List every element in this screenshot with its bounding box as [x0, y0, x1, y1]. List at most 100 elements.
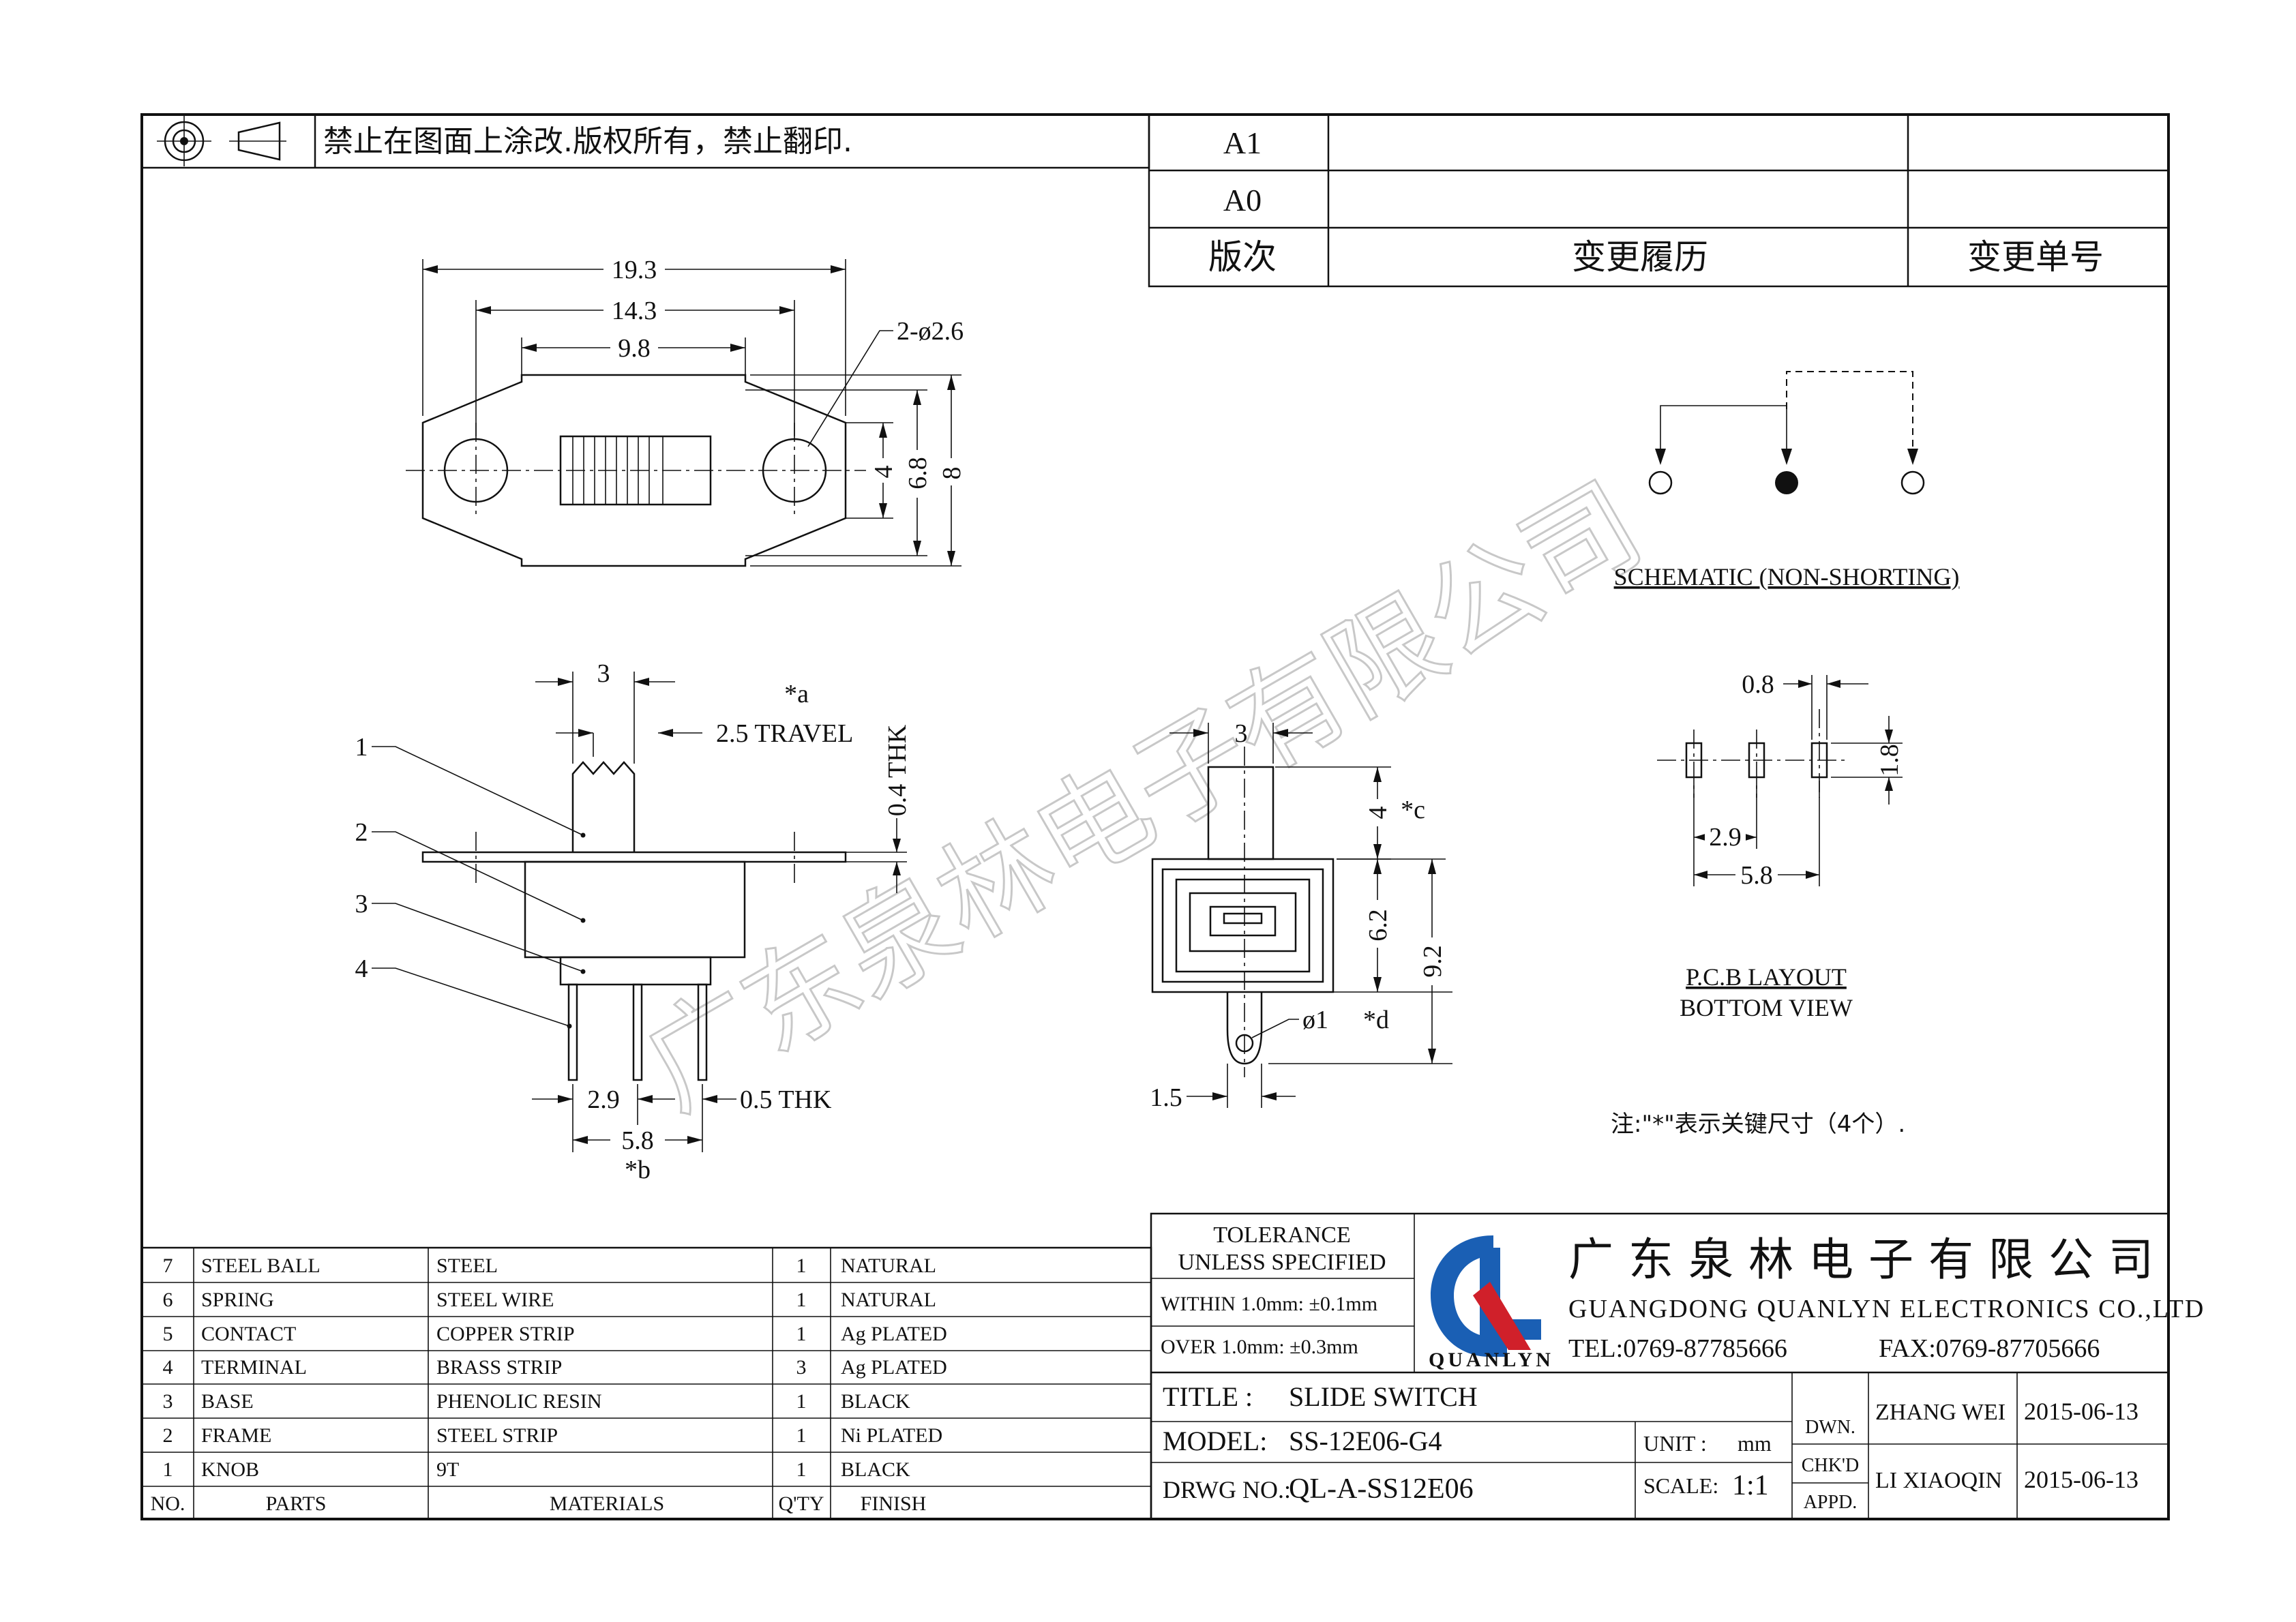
terminal-common-icon: [1775, 471, 1798, 494]
schematic: SCHEMATIC (NON-SHORTING): [1614, 371, 1960, 590]
parts-header-finish: FINISH: [861, 1492, 927, 1515]
drawn-date: 2015-06-13: [2024, 1398, 2138, 1425]
dim-4: 4: [869, 466, 898, 479]
tolerance-over: OVER 1.0mm: ±0.3mm: [1161, 1336, 1358, 1358]
side-view: 3 *a 2.5 TRAVEL 0.4 THK 1 2 3 4: [355, 659, 912, 1184]
tolerance-line1: TOLERANCE: [1213, 1222, 1350, 1248]
callout-3: 3: [355, 890, 368, 918]
dim-hole-callout: 2-ø2.6: [897, 317, 964, 346]
brand-name: QUANLYN: [1429, 1349, 1554, 1371]
dim-pin-pitch: 2.9: [587, 1085, 620, 1114]
dim-9-8: 9.8: [618, 334, 651, 363]
dim-pin-span: 5.8: [621, 1126, 654, 1155]
part-qty: 3: [796, 1356, 807, 1379]
part-finish: NATURAL: [841, 1289, 936, 1311]
company-name-cn: 广东泉林电子有限公司: [1568, 1233, 2168, 1286]
callout-4: 4: [355, 955, 368, 983]
part-no: 4: [163, 1356, 173, 1379]
top-view: 19.3 14.3 9.8 2-ø2.6 4 6.8 8: [406, 254, 966, 567]
title-block: TOLERANCE UNLESS SPECIFIED WITHIN 1.0mm:…: [1150, 1212, 2205, 1520]
part-finish: BLACK: [841, 1458, 910, 1481]
part-name: STEEL BALL: [201, 1255, 320, 1277]
copyright-notice: 禁止在图面上涂改.版权所有，禁止翻印.: [323, 124, 852, 159]
part-finish: Ni PLATED: [841, 1424, 942, 1447]
chkd-label: CHK'D: [1802, 1455, 1859, 1476]
callout-2: 2: [355, 818, 368, 847]
scale-value: 1:1: [1732, 1470, 1769, 1501]
part-name: KNOB: [201, 1458, 259, 1481]
model-label: MODEL:: [1163, 1426, 1267, 1456]
mark-b: *b: [625, 1156, 651, 1184]
drawn-by: ZHANG WEI: [1875, 1400, 2006, 1425]
part-finish: BLACK: [841, 1390, 910, 1413]
part-material: STEEL: [436, 1255, 498, 1277]
dim-8: 8: [938, 467, 966, 480]
dim-6-2: 6.2: [1364, 909, 1392, 942]
revision-table: A1 A0 版次 变更履历 变更单号: [1148, 113, 2170, 288]
watermark-text: 广东泉林电子有限公司: [623, 458, 1663, 1134]
tolerance-line2: UNLESS SPECIFIED: [1178, 1250, 1386, 1275]
scale-label: SCALE:: [1643, 1473, 1718, 1498]
appd-label: APPD.: [1804, 1492, 1858, 1513]
part-material: COPPER STRIP: [436, 1323, 575, 1345]
parts-header-no: NO.: [151, 1492, 185, 1515]
pcb-dim-1-8: 1.8: [1875, 744, 1904, 777]
part-no: 5: [163, 1323, 173, 1345]
dim-1-5: 1.5: [1150, 1083, 1182, 1112]
schematic-label: SCHEMATIC (NON-SHORTING): [1614, 563, 1960, 590]
parts-header-qty: Q'TY: [778, 1492, 824, 1515]
revision-history-header: 变更履历: [1572, 237, 1708, 277]
revision-version-header: 版次: [1208, 237, 1277, 277]
drawing-no-label: DRWG NO.:: [1163, 1476, 1291, 1503]
part-qty: 1: [796, 1390, 807, 1413]
end-dim-4: 4: [1364, 807, 1392, 820]
company-tel: TEL:0769-87785666: [1568, 1334, 1787, 1363]
part-finish: Ag PLATED: [841, 1323, 947, 1345]
part-qty: 1: [796, 1255, 807, 1277]
dim-9-2: 9.2: [1418, 945, 1447, 978]
part-no: 1: [163, 1458, 173, 1481]
part-no: 2: [163, 1424, 173, 1447]
revision-change-no-header: 变更单号: [1967, 237, 2104, 277]
pcb-label-line1: P.C.B LAYOUT: [1686, 963, 1847, 991]
unit-label: UNIT :: [1643, 1431, 1707, 1456]
part-name: FRAME: [201, 1424, 271, 1447]
watermark: 广东泉林电子有限公司: [622, 457, 1664, 1135]
mark-c: *c: [1401, 796, 1425, 824]
company-name-en: GUANGDONG QUANLYN ELECTRONICS CO.,LTD: [1568, 1295, 2205, 1323]
mark-a: *a: [784, 680, 809, 708]
part-name: CONTACT: [201, 1323, 296, 1345]
mark-d: *d: [1363, 1006, 1389, 1034]
part-no: 3: [163, 1390, 173, 1413]
revision-a0: A0: [1223, 183, 1262, 217]
drawing-no-value: QL-A-SS12E06: [1289, 1473, 1474, 1505]
end-dim-knob: 3: [1235, 719, 1248, 748]
part-qty: 1: [796, 1458, 807, 1481]
part-no: 7: [163, 1255, 173, 1277]
dim-pin-thk: 0.5 THK: [740, 1085, 832, 1114]
part-material: PHENOLIC RESIN: [436, 1390, 602, 1413]
title-value: SLIDE SWITCH: [1289, 1381, 1478, 1412]
dwn-label: DWN.: [1805, 1417, 1855, 1438]
pcb-label-line2: BOTTOM VIEW: [1680, 994, 1853, 1021]
header-notice: 禁止在图面上涂改.版权所有，禁止翻印.: [140, 113, 1150, 169]
part-no: 6: [163, 1289, 173, 1311]
part-name: BASE: [201, 1390, 254, 1413]
revision-a1: A1: [1223, 125, 1262, 160]
pcb-dim-5-8: 5.8: [1740, 861, 1773, 890]
part-material: BRASS STRIP: [436, 1356, 562, 1379]
tolerance-within: WITHIN 1.0mm: ±0.1mm: [1161, 1293, 1377, 1315]
part-name: TERMINAL: [201, 1356, 307, 1379]
checked-by: LI XIAOQIN: [1875, 1468, 2002, 1493]
part-finish: Ag PLATED: [841, 1356, 947, 1379]
title-label: TITLE :: [1163, 1381, 1253, 1412]
side-dim-knob: 3: [597, 659, 610, 688]
thk-0-4: 0.4 THK: [883, 724, 912, 816]
company-fax: FAX:0769-87705666: [1879, 1334, 2100, 1363]
parts-table: 7 STEEL BALL STEEL 1 NATURAL 6 SPRING ST…: [140, 1246, 1152, 1520]
part-finish: NATURAL: [841, 1255, 936, 1277]
part-qty: 1: [796, 1323, 807, 1345]
parts-header-parts: PARTS: [266, 1492, 327, 1515]
quanlyn-logo-icon: [1431, 1235, 1541, 1357]
